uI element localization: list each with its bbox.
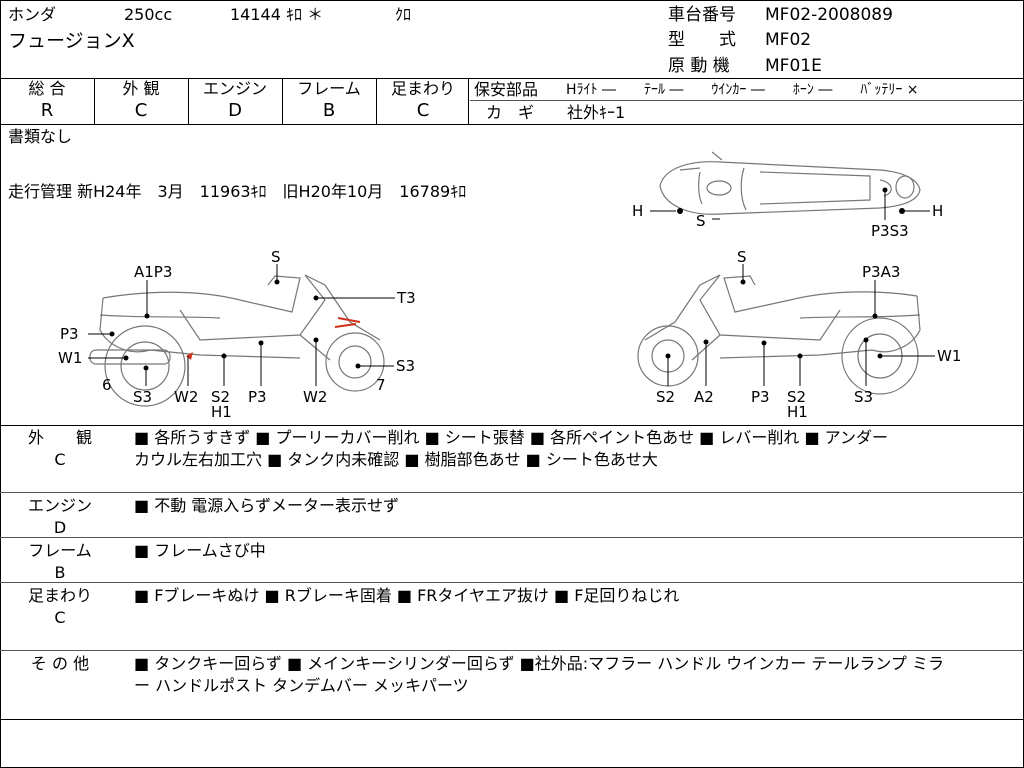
displacement: 250cc bbox=[124, 5, 173, 24]
remark-head-frame: フレーム B bbox=[0, 540, 120, 584]
safety-divider bbox=[470, 100, 1024, 101]
remark-category: 足まわり bbox=[27, 586, 92, 605]
documents-note: 書類なし bbox=[8, 127, 73, 146]
engine-label: 原 動 機 bbox=[668, 56, 730, 76]
diagram-label: S3 bbox=[133, 388, 152, 406]
diagram-label: H1 bbox=[211, 403, 232, 421]
model-name: フュージョンX bbox=[8, 30, 135, 52]
diagram-label: S3 bbox=[396, 357, 415, 375]
remark-category: エンジン bbox=[27, 496, 92, 515]
diagram-label: H1 bbox=[787, 403, 808, 421]
grade-value: C bbox=[416, 100, 430, 121]
diagram-label: W2 bbox=[303, 388, 327, 406]
remark-line: ■ タンクキー回らず ■ メインキーシリンダー回らず ■社外品:マフラー ハンド… bbox=[134, 654, 944, 673]
safety-items: Hﾗｲﾄ ― ﾃｰﾙ ― ｳｲﾝｶｰ ― ﾎｰﾝ ― ﾊﾞｯﾃﾘｰ × bbox=[566, 82, 919, 98]
remark-head-engine: エンジン D bbox=[0, 495, 120, 539]
diagram-label: A1P3 bbox=[134, 263, 172, 281]
remark-line: ■ フレームさび中 bbox=[134, 541, 266, 560]
remark-divider bbox=[0, 582, 1024, 583]
grade-overall: 総 合 R bbox=[1, 79, 93, 123]
remark-grade: D bbox=[53, 518, 67, 537]
type-value: MF02 bbox=[765, 30, 812, 50]
grade-sep bbox=[188, 78, 189, 124]
type-label: 型 式 bbox=[668, 30, 736, 50]
diagram-label: S2 bbox=[787, 388, 806, 406]
remark-grade: B bbox=[54, 563, 66, 582]
diagram-label: T3 bbox=[396, 289, 416, 307]
remark-line: ■ 各所うすきず ■ プーリーカバー削れ ■ シート張替 ■ 各所ペイント色あせ… bbox=[134, 428, 889, 447]
diagram-label: A2 bbox=[694, 388, 714, 406]
diagram-label: S2 bbox=[656, 388, 675, 406]
grade-label: 外 観 bbox=[122, 79, 160, 98]
grade-sep bbox=[468, 78, 469, 124]
grade-label: 足まわり bbox=[390, 79, 455, 98]
grade-frame: フレーム B bbox=[283, 79, 375, 123]
header-divider bbox=[0, 78, 1024, 79]
remark-head-other: そ の 他 bbox=[0, 653, 120, 675]
remark-line: ■ Fブレーキぬけ ■ Rブレーキ固着 ■ FRタイヤエア抜け ■ F足回りねじ… bbox=[134, 586, 680, 605]
diagram-label: S bbox=[696, 212, 706, 230]
remarks-bottom-divider bbox=[0, 719, 1024, 720]
grade-value: D bbox=[228, 100, 242, 121]
diagram-label: S bbox=[737, 248, 747, 266]
diagram-label: P3 bbox=[60, 325, 79, 343]
remark-grade: C bbox=[54, 450, 66, 469]
grade-value: B bbox=[322, 100, 336, 121]
remark-divider bbox=[0, 537, 1024, 538]
color: ｸﾛ bbox=[395, 5, 412, 24]
remark-divider bbox=[0, 492, 1024, 493]
remark-line: ■ 不動 電源入らずメーター表示せず bbox=[134, 496, 399, 515]
grade-label: フレーム bbox=[297, 79, 361, 98]
remarks-top-divider bbox=[0, 425, 1024, 426]
key-value: 社外ｷｰ1 bbox=[567, 103, 626, 122]
remark-line: カウル左右加工穴 ■ タンク内未確認 ■ 樹脂部色あせ ■ シート色あせ大 bbox=[134, 450, 658, 469]
frame-no: MF02-2008089 bbox=[765, 5, 893, 25]
diagram-label: 7 bbox=[376, 376, 386, 394]
engine-value: MF01E bbox=[765, 56, 822, 76]
grade-suspension: 足まわり C bbox=[377, 79, 469, 123]
grade-exterior: 外 観 C bbox=[95, 79, 187, 123]
diagram-label: S bbox=[271, 248, 281, 266]
diagram-label: P3 bbox=[751, 388, 770, 406]
key-label: カ ギ bbox=[486, 103, 535, 122]
grade-engine: エンジン D bbox=[189, 79, 281, 123]
grade-sep bbox=[94, 78, 95, 124]
diagram-label: S2 bbox=[211, 388, 230, 406]
diagram-label: P3 bbox=[248, 388, 267, 406]
remark-head-exterior: 外 観 C bbox=[0, 427, 120, 471]
mileage: 14144 ｷﾛ ＊ bbox=[230, 5, 324, 24]
diagram-label: W1 bbox=[58, 349, 82, 367]
remark-divider bbox=[0, 650, 1024, 651]
diagram-label: 6 bbox=[102, 376, 112, 394]
mileage-history: 走行管理 新H24年 3月 11963ｷﾛ 旧H20年10月 16789ｷﾛ bbox=[8, 182, 467, 201]
maker: ホンダ bbox=[8, 5, 57, 24]
grade-label: 総 合 bbox=[28, 79, 66, 98]
remark-category: そ の 他 bbox=[30, 654, 90, 673]
remark-line: ー ハンドルポスト タンデムバー メッキパーツ bbox=[134, 676, 469, 695]
diagram-label: P3S3 bbox=[871, 222, 909, 240]
grade-label: エンジン bbox=[202, 79, 267, 98]
grade-value: R bbox=[40, 100, 54, 121]
remark-head-suspension: 足まわり C bbox=[0, 585, 120, 629]
diagram-label: H bbox=[932, 202, 943, 220]
frame-no-label: 車台番号 bbox=[668, 5, 736, 25]
remark-category: 外 観 bbox=[27, 428, 92, 447]
diagram-label: H bbox=[632, 202, 643, 220]
grade-value: C bbox=[134, 100, 148, 121]
remark-category: フレーム bbox=[28, 541, 92, 560]
diagram-label: W1 bbox=[937, 347, 961, 365]
diagram-label: W2 bbox=[174, 388, 198, 406]
safety-label: 保安部品 bbox=[474, 80, 539, 99]
damage-diagram: H S P3S3 H S A1P3 T3 P3 W1 6 bbox=[58, 151, 961, 421]
diagram-label: S3 bbox=[854, 388, 873, 406]
grade-divider bbox=[0, 124, 1024, 125]
remark-grade: C bbox=[54, 608, 66, 627]
grade-sep bbox=[376, 78, 377, 124]
diagram-label: P3A3 bbox=[862, 263, 900, 281]
grade-sep bbox=[282, 78, 283, 124]
